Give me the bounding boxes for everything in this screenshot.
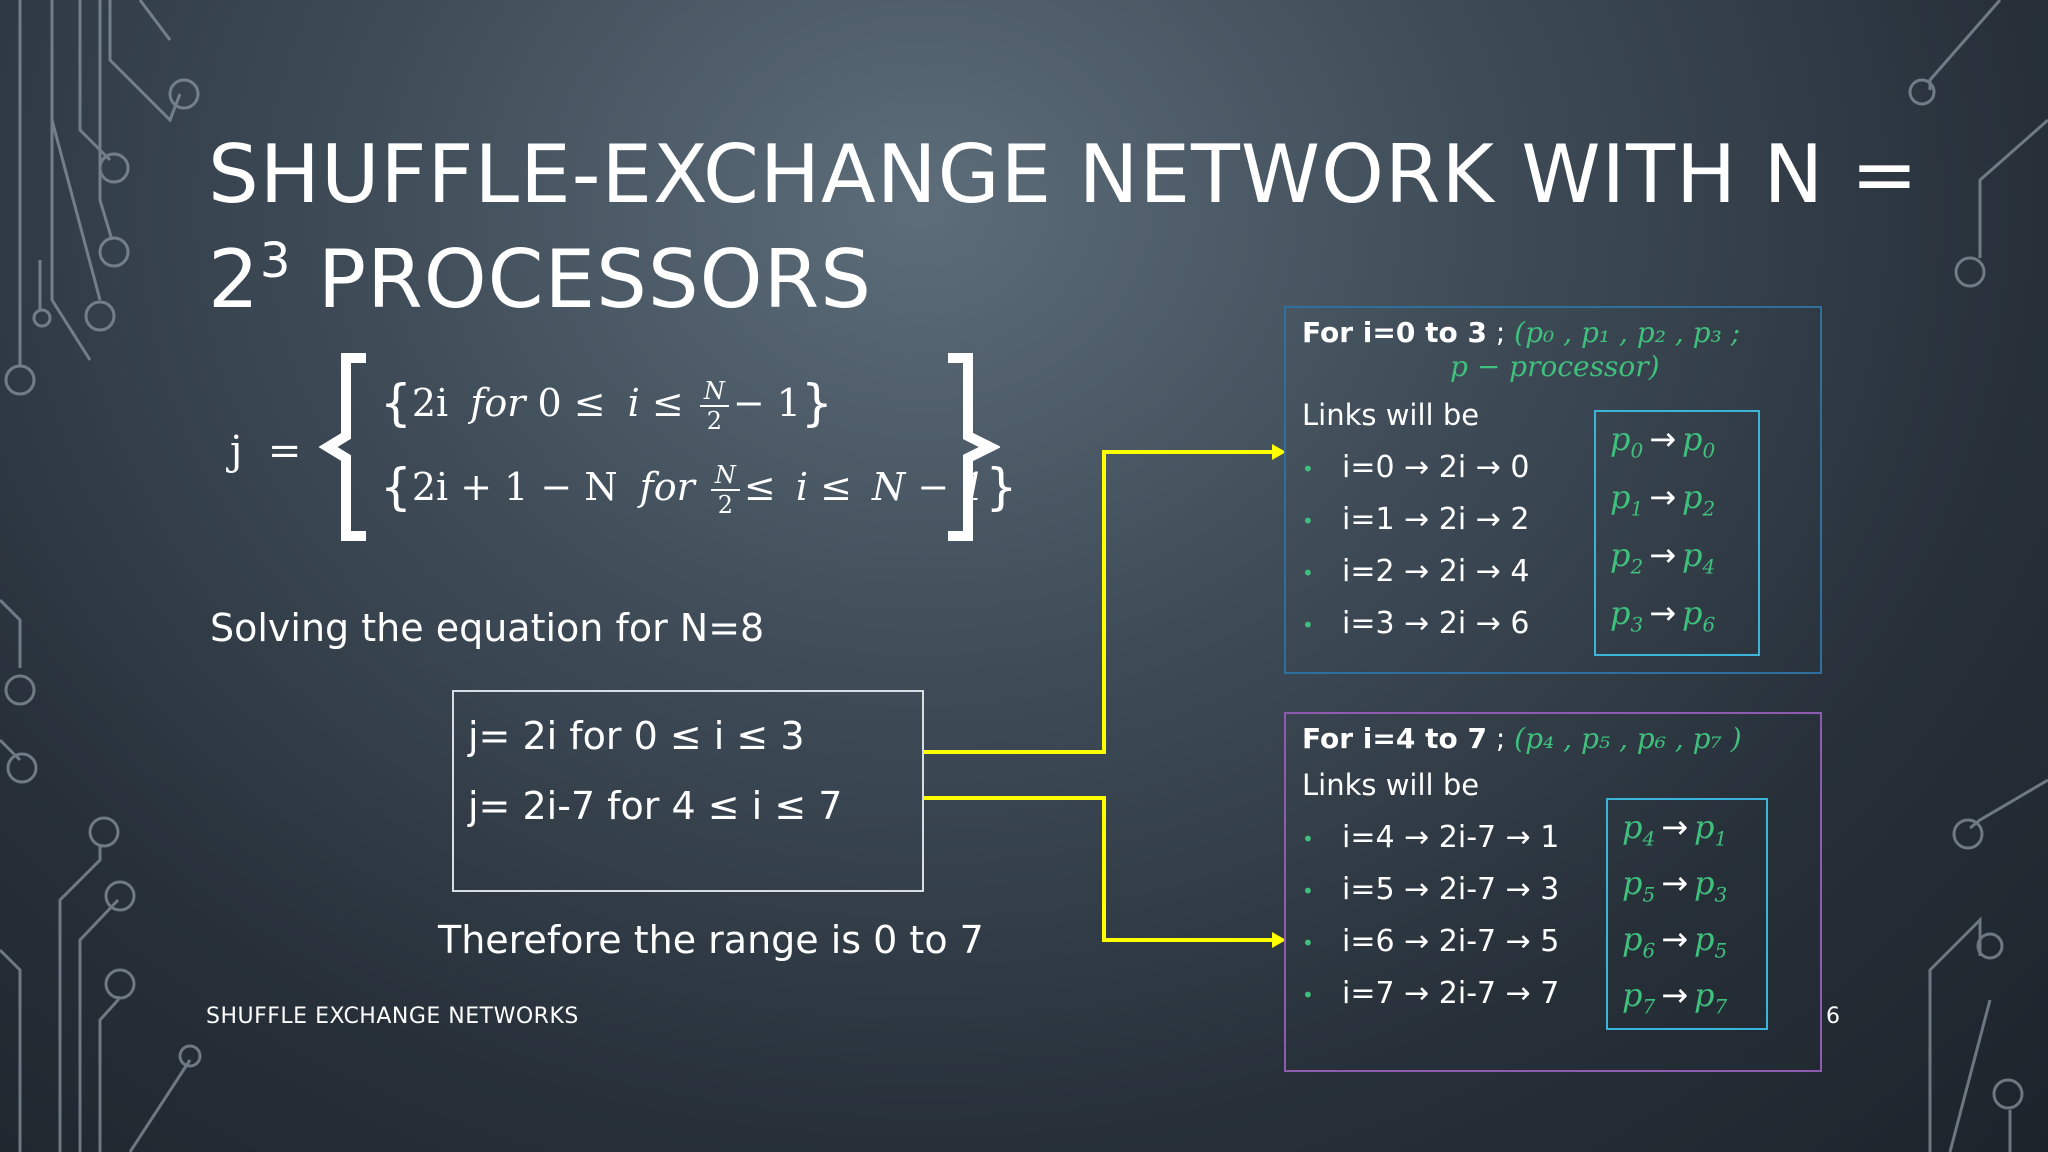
panel2-title: For i=4 to 7 ; (p₄ , p₅ , p₆ , p₇ ) bbox=[1302, 722, 1742, 755]
mapping-row: p4→p1 bbox=[1622, 808, 1728, 851]
row2-leq: ≤ bbox=[820, 465, 852, 509]
small-brace-close-2: } bbox=[985, 458, 1018, 516]
small-brace-close: } bbox=[800, 374, 833, 432]
panel2-title-sep: ; bbox=[1486, 722, 1515, 755]
connector-lower bbox=[924, 796, 1274, 942]
arrow-right-icon: → bbox=[1661, 920, 1689, 958]
row1-for: for bbox=[470, 381, 526, 425]
panel-second-range: For i=4 to 7 ; (p₄ , p₅ , p₆ , p₇ ) Link… bbox=[1284, 712, 1822, 1072]
panel1-links-label: Links will be bbox=[1302, 398, 1480, 432]
panel2-title-math: (p₄ , p₅ , p₆ , p₇ ) bbox=[1514, 722, 1742, 755]
row1-frac-num: N bbox=[699, 377, 729, 407]
row2-var: i bbox=[795, 465, 808, 509]
panel1-title: For i=0 to 3 ; (p₀ , p₁ , p₂ , p₃ ; bbox=[1302, 316, 1740, 349]
arrowhead-upper bbox=[1272, 444, 1286, 460]
row1-expr: 2i bbox=[411, 381, 449, 425]
small-brace-open-2: { bbox=[380, 458, 412, 516]
small-brace-open: { bbox=[380, 374, 412, 432]
panel2-title-bold: For i=4 to 7 bbox=[1302, 722, 1487, 755]
title-exponent: 3 bbox=[259, 233, 292, 289]
mapping-row: p7→p7 bbox=[1622, 976, 1728, 1019]
row1-leq: ≤ bbox=[651, 381, 684, 425]
row2-for: for bbox=[639, 465, 695, 509]
panel1-title-sep: ; bbox=[1486, 316, 1515, 349]
left-big-brace bbox=[318, 353, 366, 541]
list-item: •i=0 → 2i → 0 bbox=[1302, 450, 1530, 485]
list-item: •i=2 → 2i → 4 bbox=[1302, 554, 1530, 589]
title-line-1: SHUFFLE-EXCHANGE NETWORK WITH N = bbox=[208, 128, 1919, 221]
panel2-links-label: Links will be bbox=[1302, 768, 1480, 802]
mapping-row: p3→p6 bbox=[1610, 594, 1716, 637]
range-text: Therefore the range is 0 to 7 bbox=[438, 918, 984, 962]
row2-expr: 2i + 1 − N bbox=[411, 465, 618, 509]
arrow-right-icon: → bbox=[1661, 976, 1689, 1014]
row2-cond-right: N − 1 bbox=[872, 465, 986, 509]
list-item: •i=7 → 2i-7 → 7 bbox=[1302, 976, 1560, 1011]
title-rest: PROCESSORS bbox=[291, 233, 872, 326]
panel1-title-math: (p₀ , p₁ , p₂ , p₃ ; bbox=[1514, 316, 1741, 349]
arrow-right-icon: → bbox=[1649, 594, 1677, 632]
lhs-variable: j bbox=[230, 428, 243, 474]
result-line-2: j= 2i-7 for 4 ≤ i ≤ 7 bbox=[468, 784, 843, 828]
panel1-subtitle: p − processor) bbox=[1450, 350, 1660, 383]
mapping-row: p0→p0 bbox=[1610, 420, 1716, 463]
list-item: •i=6 → 2i-7 → 5 bbox=[1302, 924, 1560, 959]
connector-upper bbox=[924, 450, 1274, 754]
right-big-brace bbox=[948, 353, 1000, 541]
row2-frac-num: N bbox=[710, 461, 740, 491]
solving-text: Solving the equation for N=8 bbox=[210, 606, 765, 650]
row1-cond-left: 0 ≤ bbox=[537, 381, 606, 425]
result-box: j= 2i for 0 ≤ i ≤ 3 j= 2i-7 for 4 ≤ i ≤ … bbox=[452, 690, 924, 892]
slide-footer: SHUFFLE EXCHANGE NETWORKS bbox=[206, 1004, 579, 1029]
row2-cond-mid: ≤ bbox=[743, 465, 776, 509]
list-item: •i=1 → 2i → 2 bbox=[1302, 502, 1530, 537]
arrow-right-icon: → bbox=[1649, 536, 1677, 574]
mapping-row: p1→p2 bbox=[1610, 478, 1716, 521]
row2-frac-den: 2 bbox=[717, 490, 734, 519]
arrow-right-icon: → bbox=[1661, 864, 1689, 902]
row1-cond-right: − 1 bbox=[732, 381, 801, 425]
arrowhead-lower bbox=[1272, 932, 1286, 948]
list-item: •i=4 → 2i-7 → 1 bbox=[1302, 820, 1560, 855]
arrow-right-icon: → bbox=[1649, 478, 1677, 516]
title-base: 2 bbox=[208, 233, 260, 326]
mapping-row: p5→p3 bbox=[1622, 864, 1728, 907]
result-line-1: j= 2i for 0 ≤ i ≤ 3 bbox=[468, 714, 805, 758]
mapping-row: p2→p4 bbox=[1610, 536, 1716, 579]
panel1-title-bold: For i=0 to 3 bbox=[1302, 316, 1487, 349]
mapping-row: p6→p5 bbox=[1622, 920, 1728, 963]
page-number: 6 bbox=[1826, 1004, 1840, 1029]
title-line-2: 23 PROCESSORS bbox=[208, 218, 1848, 323]
row1-frac-den: 2 bbox=[706, 406, 722, 435]
equals-sign: = bbox=[267, 428, 302, 474]
panel2-mapping-box: p4→p1 p5→p3 p6→p5 p7→p7 bbox=[1606, 798, 1768, 1030]
panel1-mapping-box: p0→p0 p1→p2 p2→p4 p3→p6 bbox=[1594, 410, 1760, 656]
list-item: •i=5 → 2i-7 → 3 bbox=[1302, 872, 1560, 907]
arrow-right-icon: → bbox=[1661, 808, 1689, 846]
slide-title: SHUFFLE-EXCHANGE NETWORK WITH N = 23 PRO… bbox=[208, 128, 1919, 323]
list-item: •i=3 → 2i → 6 bbox=[1302, 606, 1530, 641]
equation-lhs: j = bbox=[230, 428, 301, 474]
panel-first-range: For i=0 to 3 ; (p₀ , p₁ , p₂ , p₃ ; p − … bbox=[1284, 306, 1822, 674]
arrow-right-icon: → bbox=[1649, 420, 1677, 458]
row1-var: i bbox=[627, 381, 640, 425]
